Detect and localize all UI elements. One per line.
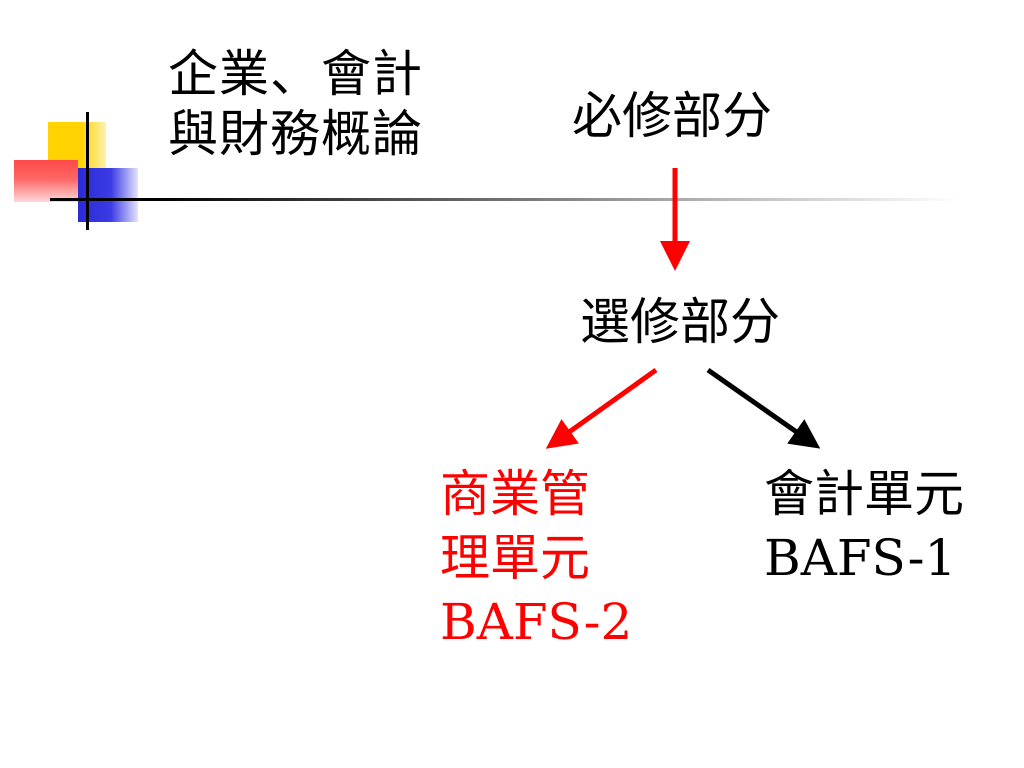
node-business-module: 商業管 理單元 BAFS-2 bbox=[440, 465, 633, 651]
title-underline bbox=[50, 198, 960, 201]
node-accounting-module: 會計單元 BAFS-1 bbox=[764, 465, 964, 587]
logo-vertical-line bbox=[86, 112, 89, 230]
node-elective: 選修部分 bbox=[580, 293, 780, 351]
node-required: 必修部分 bbox=[572, 87, 772, 145]
arrow-elective-to-business bbox=[545, 367, 658, 449]
arrow-elective-to-accounting bbox=[706, 367, 821, 449]
logo-red-square bbox=[14, 160, 78, 202]
slide-title: 企業、會計 與財務概論 bbox=[168, 45, 423, 163]
